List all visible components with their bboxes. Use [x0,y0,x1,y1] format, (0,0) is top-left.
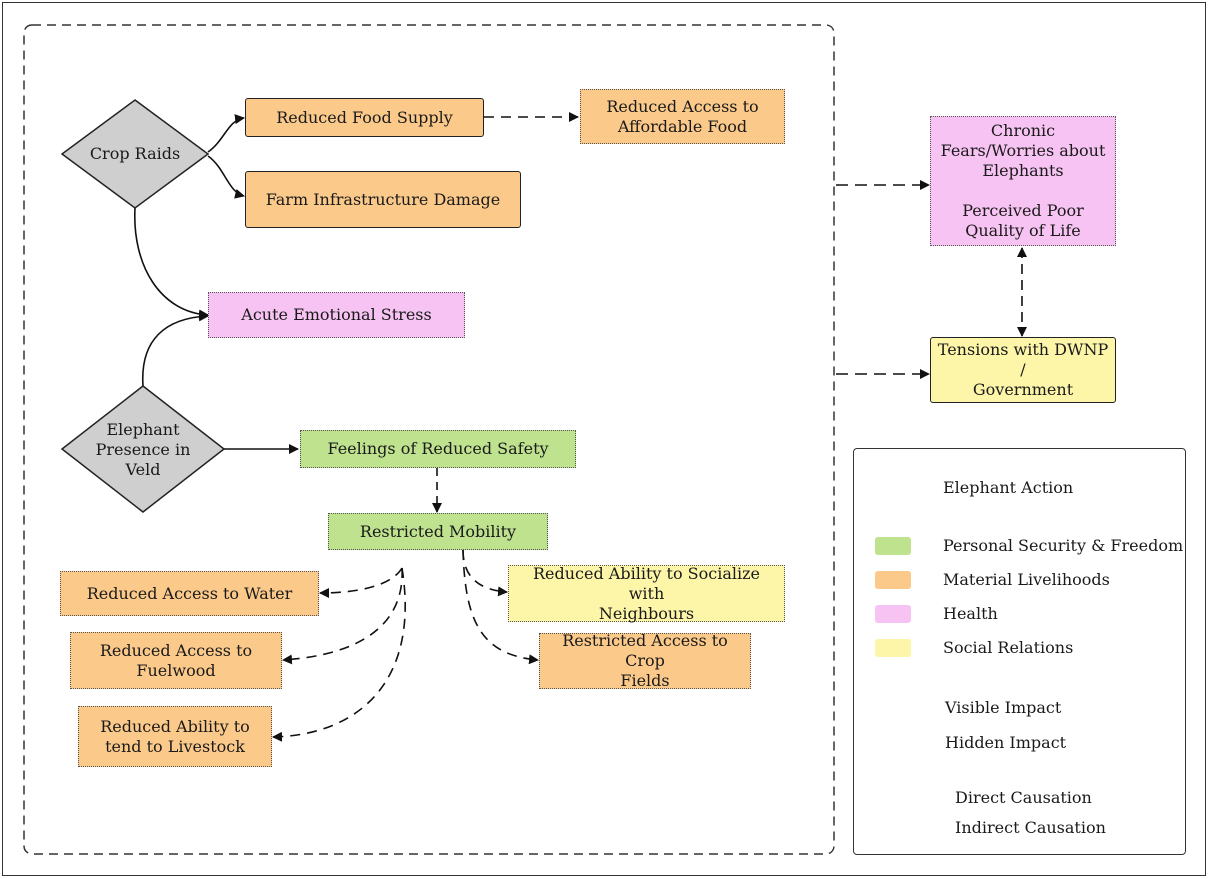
legend-material-livelihoods-label: Material Livelihoods [943,570,1110,589]
reduced-access-water-node: Reduced Access to Water [60,571,319,616]
legend-indirect-causation-label: Indirect Causation [955,818,1106,837]
legend-elephant-action-label: Elephant Action [943,478,1074,497]
legend-social-relations-swatch [875,639,911,657]
reduced-food-supply-node: Reduced Food Supply [245,98,484,137]
acute-emotional-stress-node: Acute Emotional Stress [208,292,465,338]
restricted-mobility-node: Restricted Mobility [328,513,548,550]
crop-raids-label: Crop Raids [89,144,181,163]
edge-crop-raids-to-acute-stress [134,207,209,320]
legend-personal-security-label: Personal Security & Freedom [943,536,1184,555]
legend-hidden-impact-label: Hidden Impact [945,733,1067,752]
edge-mobility-to-fuelwood [282,567,403,665]
edge-crop-raids-to-food-supply [207,114,245,153]
chronic-fears-node: Chronic Fears/Worries about Elephants Pe… [930,116,1116,246]
edge-elephant-presence-to-acute-stress [142,311,209,387]
elephant-presence-diamond [60,385,226,513]
edge-mobility-to-water [319,567,403,598]
legend-health-swatch [875,605,911,623]
edge-crop-raids-to-farm-damage [207,155,245,199]
elephant-presence-label: Elephant Presence in Veld [95,420,191,479]
reduced-ability-livestock-node: Reduced Ability to tend to Livestock [78,706,272,767]
tensions-with-dwnp-node: Tensions with DWNP / Government [930,337,1116,403]
reduced-access-fuelwood-node: Reduced Access to Fuelwood [70,632,282,689]
restricted-access-crop-fields-node: Restricted Access to Crop Fields [539,631,751,690]
edge-mobility-to-socialize [462,549,508,597]
reduced-ability-socialize-node: Reduced Ability to Socialize with Neighb… [508,564,785,623]
legend-visible-impact-label: Visible Impact [945,698,1062,717]
edge-mobility-to-crop-fields [462,549,539,665]
feelings-reduced-safety-node: Feelings of Reduced Safety [300,430,576,468]
legend-personal-security-swatch [875,537,911,555]
group-boundary [23,24,835,855]
legend-material-livelihoods-swatch [875,571,911,589]
legend-social-relations-label: Social Relations [943,638,1074,657]
legend-direct-causation-label: Direct Causation [955,788,1092,807]
legend-health-label: Health [943,604,998,623]
reduced-access-affordable-food-node: Reduced Access to Affordable Food [580,89,785,144]
edge-mobility-to-livestock [272,567,406,742]
farm-infrastructure-damage-node: Farm Infrastructure Damage [245,171,521,228]
